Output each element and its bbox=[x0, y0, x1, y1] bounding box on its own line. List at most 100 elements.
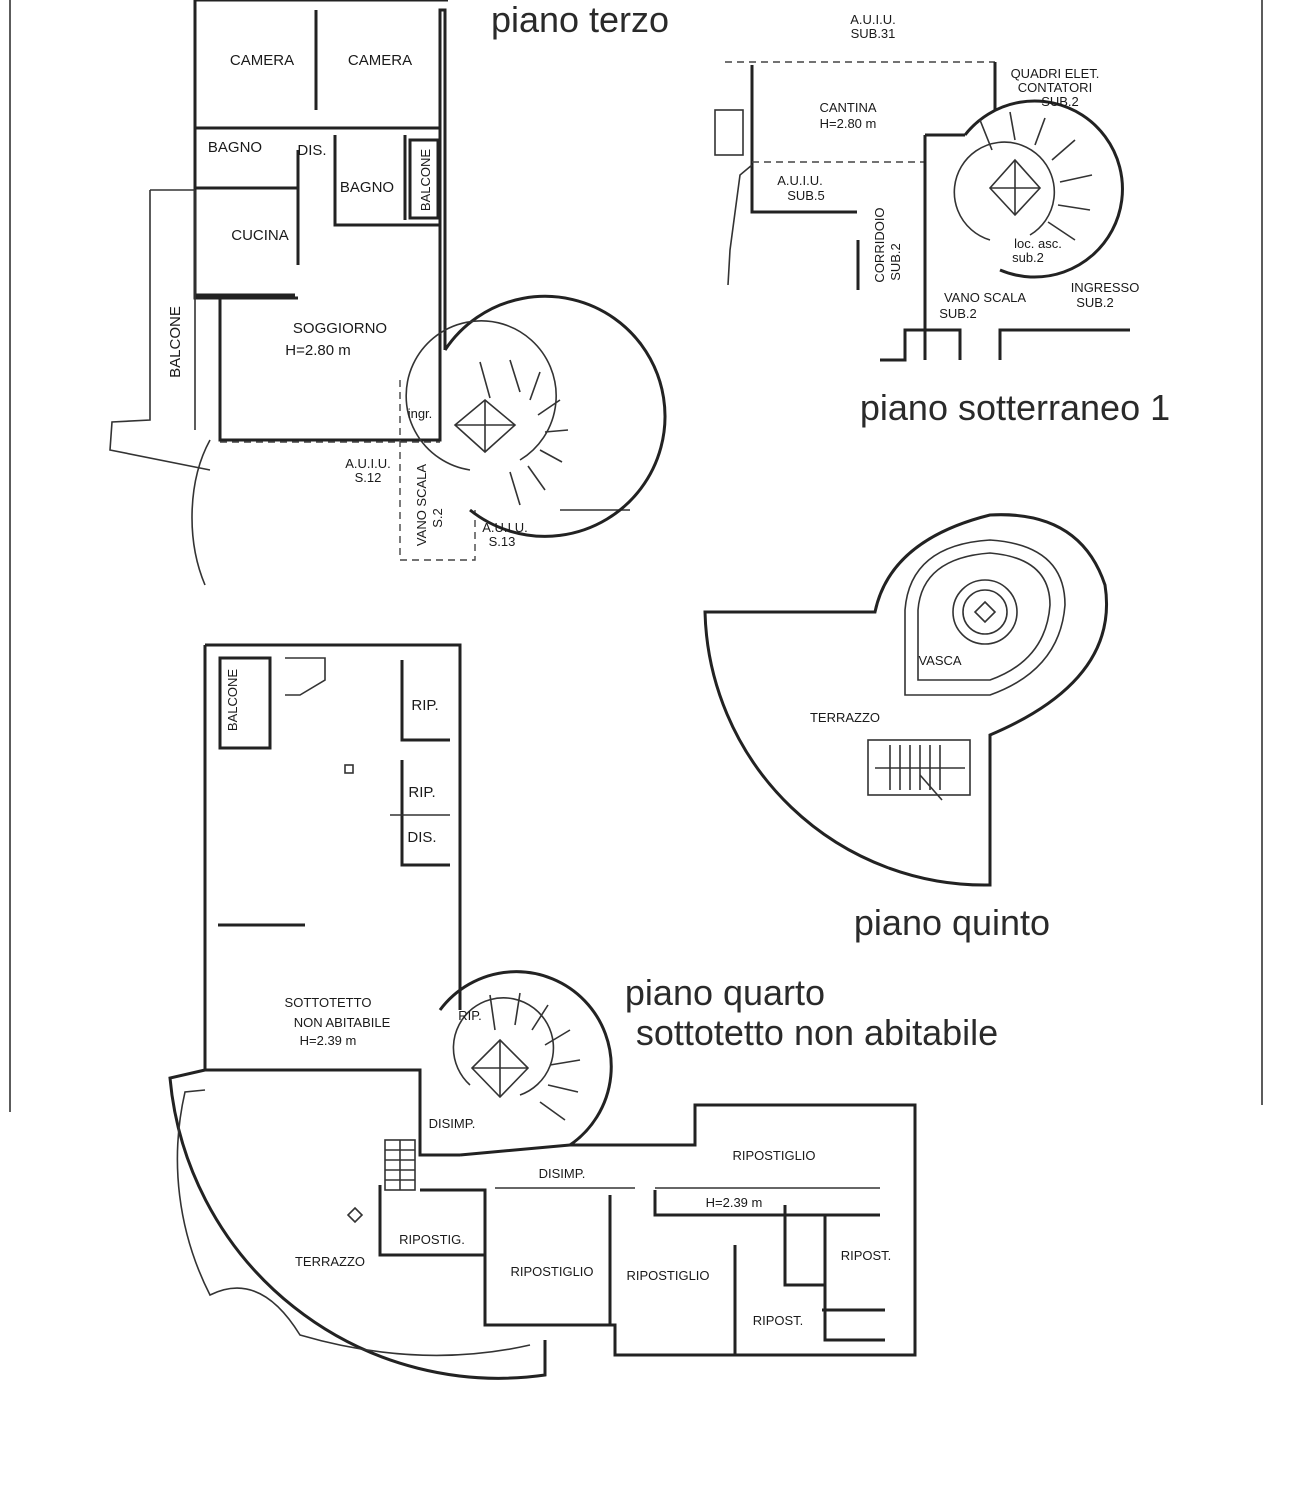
label-quadri-2: CONTATORI bbox=[1018, 80, 1092, 95]
quinto-vasca-ring bbox=[952, 579, 1018, 645]
label-vano-scala-a: VANO SCALA bbox=[944, 290, 1026, 305]
label-ripostiglio-top: RIPOSTIGLIO bbox=[732, 1148, 815, 1163]
label-ripostiglio-b: RIPOSTIGLIO bbox=[626, 1268, 709, 1283]
label-camera-2: CAMERA bbox=[348, 52, 412, 69]
label-balcone-small: BALCONE bbox=[418, 149, 433, 211]
label-cantina: CANTINA bbox=[819, 100, 876, 115]
quarto-ripostig-wall bbox=[378, 1185, 485, 1257]
quarto-balcone-box bbox=[218, 656, 272, 750]
title-piano-quinto: piano quinto bbox=[854, 902, 1050, 943]
label-soggiorno: SOGGIORNO bbox=[293, 320, 387, 337]
label-cantina-height: H=2.80 m bbox=[820, 116, 877, 131]
label-camera-1: CAMERA bbox=[230, 52, 294, 69]
sott-left-window bbox=[714, 109, 744, 156]
plan-piano-quinto: VASCA TERRAZZO bbox=[703, 513, 1108, 887]
label-ingr: ingr. bbox=[408, 406, 433, 421]
plan-piano-terzo: CAMERA CAMERA BAGNO DIS. BAGNO BALCONE C… bbox=[109, 0, 667, 586]
label-ripost-b: RIPOST. bbox=[753, 1313, 804, 1328]
label-rip-1: RIP. bbox=[411, 697, 438, 714]
label-terrazzo-quinto: TERRAZZO bbox=[810, 710, 880, 725]
title-piano-sotterraneo: piano sotterraneo 1 bbox=[860, 387, 1170, 428]
label-sottotetto-2: NON ABITABILE bbox=[294, 1015, 391, 1030]
quinto-terrazzo-outline bbox=[703, 513, 1108, 887]
quarto-terrazzo-outer bbox=[168, 1068, 547, 1380]
terzo-bagno2-wall bbox=[333, 135, 440, 227]
quarto-rip2-wall bbox=[400, 760, 450, 867]
label-bagno-2: BAGNO bbox=[340, 179, 394, 196]
terzo-balcone-small bbox=[408, 138, 440, 220]
label-vasca: VASCA bbox=[918, 653, 961, 668]
quarto-ripost-divider-d bbox=[823, 1215, 885, 1342]
label-quadri-3: SUB.2 bbox=[1041, 94, 1079, 109]
label-vano-scala-b: SUB.2 bbox=[939, 306, 977, 321]
sott-spiral-inner bbox=[953, 141, 1056, 241]
quarto-rip1-wall bbox=[400, 660, 450, 742]
label-balcone-quarto: BALCONE bbox=[225, 669, 240, 731]
terzo-balcone-outline bbox=[109, 190, 211, 471]
title-sottotetto-non-abitabile: sottotetto non abitabile bbox=[636, 1012, 998, 1053]
label-ingresso-a: INGRESSO bbox=[1071, 280, 1140, 295]
label-balcone-left: BALCONE bbox=[167, 306, 184, 378]
label-auiu-s13-b: S.13 bbox=[489, 534, 516, 549]
quinto-vasca-inner bbox=[917, 552, 1051, 681]
sott-spiral-outer bbox=[963, 99, 1124, 279]
label-corridoio: CORRIDOIO bbox=[872, 207, 887, 282]
title-piano-quarto: piano quarto bbox=[625, 972, 825, 1013]
label-bagno-1: BAGNO bbox=[208, 139, 262, 156]
sott-cantina-left bbox=[750, 65, 857, 214]
label-terrazzo-quarto: TERRAZZO bbox=[295, 1254, 365, 1269]
label-auiu-s13-a: A.U.I.U. bbox=[482, 520, 528, 535]
sott-vano-scala bbox=[880, 328, 962, 362]
label-loc-asc-b: sub.2 bbox=[1012, 250, 1044, 265]
label-auiu-sub31-a: A.U.I.U. bbox=[850, 12, 896, 27]
quarto-spiral-outer bbox=[438, 970, 613, 1147]
label-sottotetto-1: SOTTOTETTO bbox=[285, 995, 372, 1010]
title-piano-terzo: piano terzo bbox=[491, 0, 669, 40]
terzo-spiral-treads bbox=[479, 359, 569, 506]
quarto-chimney bbox=[285, 657, 326, 696]
label-h-right: H=2.39 m bbox=[706, 1195, 763, 1210]
label-sottotetto-height: H=2.39 m bbox=[300, 1033, 357, 1048]
quarto-ripostiglio-top-wall bbox=[653, 1190, 880, 1217]
label-auiu-s12-b: S.12 bbox=[355, 470, 382, 485]
plan-piano-quarto: BALCONE RIP. RIP. DIS. SOTTOTETTO NON AB… bbox=[168, 643, 917, 1380]
label-vano-scala-s2: S.2 bbox=[430, 508, 445, 528]
label-auiu-s12-a: A.U.I.U. bbox=[345, 456, 391, 471]
label-corridoio-sub: SUB.2 bbox=[888, 243, 903, 281]
plan-piano-sotterraneo: A.U.I.U. SUB.31 QUADRI ELET. CONTATORI S… bbox=[714, 12, 1140, 362]
terzo-spiral-inner bbox=[405, 320, 557, 471]
label-ripost-a: RIPOST. bbox=[841, 1248, 892, 1263]
quarto-spiral-treads bbox=[489, 992, 581, 1121]
quarto-small-stair-treads bbox=[385, 1140, 415, 1190]
quarto-marker-square bbox=[344, 764, 354, 774]
quinto-stair-box bbox=[867, 739, 971, 796]
quarto-spiral-inner bbox=[452, 997, 555, 1096]
sott-ingresso-wall bbox=[998, 328, 1130, 360]
quarto-terrazzo-inner bbox=[176, 1089, 531, 1357]
label-soggiorno-height: H=2.80 m bbox=[285, 342, 350, 359]
label-vano-scala: VANO SCALA bbox=[414, 464, 429, 546]
quarto-terrazzo-marker bbox=[346, 1206, 364, 1224]
sott-left-edge bbox=[727, 164, 753, 286]
quinto-stair-treads bbox=[875, 745, 965, 801]
label-rip-stair: RIP. bbox=[458, 1008, 482, 1023]
quinto-vasca-ring-inner bbox=[962, 589, 1008, 635]
quinto-vasca-outer bbox=[904, 539, 1066, 696]
terzo-balcone-arc bbox=[191, 439, 211, 586]
label-disimp-2: DISIMP. bbox=[539, 1166, 586, 1181]
quarto-ripost-divider-c bbox=[783, 1205, 825, 1287]
label-loc-asc-a: loc. asc. bbox=[1014, 236, 1062, 251]
label-cucina: CUCINA bbox=[231, 227, 289, 244]
quarto-lower-envelope bbox=[420, 1103, 917, 1357]
label-dis: DIS. bbox=[297, 142, 326, 159]
label-auiu-sub31-b: SUB.31 bbox=[851, 26, 896, 41]
label-ripostig: RIPOSTIG. bbox=[399, 1232, 465, 1247]
quarto-left-wall bbox=[203, 645, 460, 1157]
terzo-outer-wall bbox=[193, 0, 447, 442]
label-ripostiglio-a: RIPOSTIGLIO bbox=[510, 1264, 593, 1279]
terzo-spiral-outer bbox=[443, 294, 667, 538]
sott-spiral-treads bbox=[979, 111, 1093, 241]
quarto-top-right-wall bbox=[205, 643, 462, 1010]
